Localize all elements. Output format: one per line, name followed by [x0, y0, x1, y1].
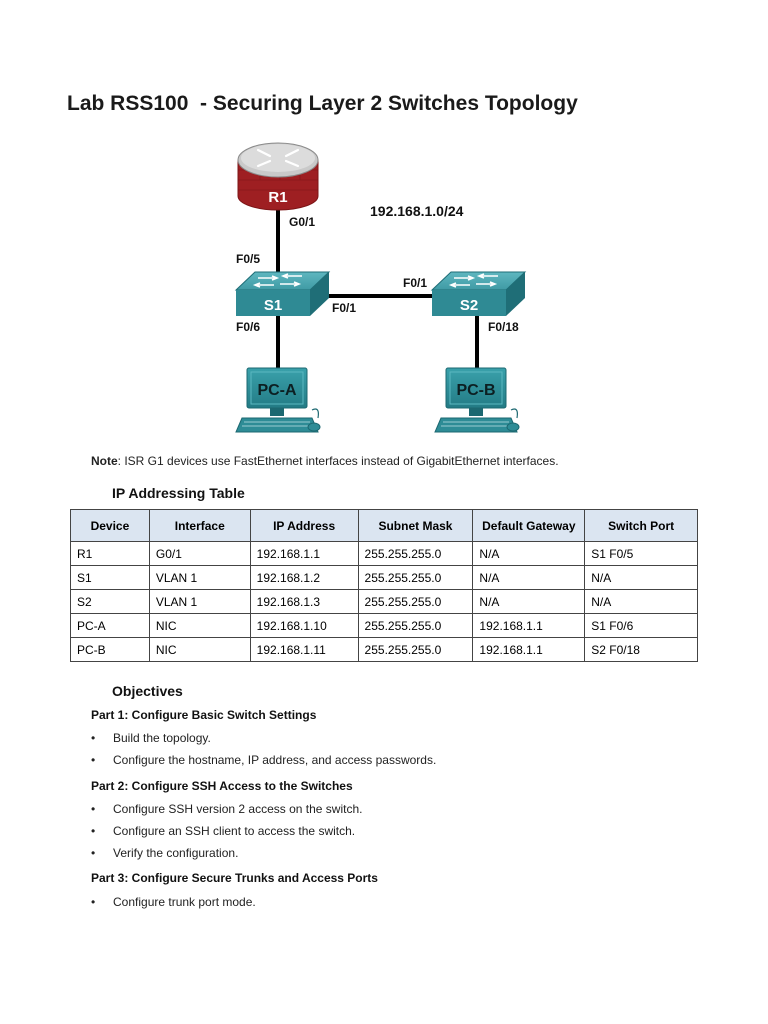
column-header: IP Address	[249, 509, 359, 542]
switch-s2-label: S2	[460, 297, 478, 314]
switch-s1-label: S1	[264, 297, 282, 314]
table-cell: N/A	[472, 589, 586, 614]
note-label: Note	[91, 454, 118, 468]
table-cell: 255.255.255.0	[357, 541, 474, 566]
table-cell: N/A	[584, 589, 698, 614]
table-cell: PC-A	[70, 613, 150, 638]
table-cell: S1	[70, 565, 150, 590]
ip-table-heading: IP Addressing Table	[112, 485, 245, 501]
column-header: Subnet Mask	[357, 509, 474, 542]
ip-addressing-table: Device Interface IP Address Subnet Mask …	[70, 509, 698, 662]
table-cell: S2	[70, 589, 150, 614]
pc-a-icon: PC-A	[235, 367, 321, 433]
port-label-s1-f06: F0/6	[236, 320, 260, 334]
port-label-r1-g01: G0/1	[289, 215, 315, 229]
table-cell: 192.168.1.3	[249, 589, 359, 614]
port-label-s1-f05: F0/5	[236, 252, 260, 266]
bullet-icon: •	[91, 802, 96, 816]
table-row: S1 VLAN 1 192.168.1.2 255.255.255.0 N/A …	[70, 565, 698, 590]
list-item: •Configure trunk port mode.	[91, 895, 256, 909]
network-label: 192.168.1.0/24	[370, 203, 464, 219]
port-label-s2-f018: F0/18	[488, 320, 519, 334]
list-item: •Configure SSH version 2 access on the s…	[91, 802, 363, 816]
table-cell: NIC	[148, 613, 251, 638]
bullet-icon: •	[91, 753, 96, 767]
port-label-s2-f01: F0/1	[403, 276, 427, 290]
part-2-title: Part 2: Configure SSH Access to the Swit…	[91, 779, 353, 793]
column-header: Device	[70, 509, 150, 542]
bullet-icon: •	[91, 895, 96, 909]
part-3-title: Part 3: Configure Secure Trunks and Acce…	[91, 871, 378, 885]
table-row: PC-A NIC 192.168.1.10 255.255.255.0 192.…	[70, 613, 698, 638]
table-cell: N/A	[584, 565, 698, 590]
router-r1-icon: R1	[237, 142, 319, 211]
table-cell: N/A	[472, 541, 586, 566]
bullet-icon: •	[91, 824, 96, 838]
switch-s1-icon: S1	[234, 271, 331, 316]
table-cell: 255.255.255.0	[357, 589, 474, 614]
table-cell: 192.168.1.2	[249, 565, 359, 590]
page-title: Lab RSS100 - Securing Layer 2 Switches T…	[67, 92, 578, 115]
table-cell: S2 F0/18	[584, 637, 698, 662]
note-text: : ISR G1 devices use FastEthernet interf…	[117, 454, 559, 468]
table-cell: 192.168.1.10	[249, 613, 359, 638]
table-cell: R1	[70, 541, 150, 566]
table-cell: 192.168.1.1	[472, 613, 586, 638]
router-r1-label: R1	[268, 189, 287, 206]
table-cell: G0/1	[148, 541, 251, 566]
table-cell: S1 F0/5	[584, 541, 698, 566]
table-cell: NIC	[148, 637, 251, 662]
switch-s2-icon: S2	[430, 271, 527, 316]
list-item: •Verify the configuration.	[91, 846, 239, 860]
objectives-heading: Objectives	[112, 683, 183, 699]
table-header-row: Device Interface IP Address Subnet Mask …	[70, 509, 698, 542]
table-cell: S1 F0/6	[584, 613, 698, 638]
table-cell: VLAN 1	[148, 589, 251, 614]
column-header: Interface	[148, 509, 251, 542]
table-cell: VLAN 1	[148, 565, 251, 590]
pc-b-icon: PC-B	[434, 367, 520, 433]
table-cell: 192.168.1.1	[472, 637, 586, 662]
pc-b-label: PC-B	[456, 382, 495, 399]
table-cell: PC-B	[70, 637, 150, 662]
table-row: PC-B NIC 192.168.1.11 255.255.255.0 192.…	[70, 637, 698, 662]
table-cell: 192.168.1.1	[249, 541, 359, 566]
network-topology-diagram: R1 S1 S2	[234, 142, 527, 433]
part-1-title: Part 1: Configure Basic Switch Settings	[91, 708, 317, 722]
table-cell: 255.255.255.0	[357, 613, 474, 638]
table-row: R1 G0/1 192.168.1.1 255.255.255.0 N/A S1…	[70, 541, 698, 566]
table-cell: 255.255.255.0	[357, 565, 474, 590]
table-row: S2 VLAN 1 192.168.1.3 255.255.255.0 N/A …	[70, 589, 698, 614]
port-label-s1-f01: F0/1	[332, 301, 356, 315]
column-header: Default Gateway	[472, 509, 586, 542]
table-cell: 192.168.1.11	[249, 637, 359, 662]
column-header: Switch Port	[584, 509, 698, 542]
table-cell: 255.255.255.0	[357, 637, 474, 662]
bullet-icon: •	[91, 846, 96, 860]
list-item: •Configure an SSH client to access the s…	[91, 824, 356, 838]
table-cell: N/A	[472, 565, 586, 590]
bullet-icon: •	[91, 731, 96, 745]
pc-a-label: PC-A	[257, 382, 297, 399]
list-item: •Configure the hostname, IP address, and…	[91, 753, 437, 767]
list-item: •Build the topology.	[91, 731, 211, 745]
note: Note: ISR G1 devices use FastEthernet in…	[91, 454, 559, 468]
